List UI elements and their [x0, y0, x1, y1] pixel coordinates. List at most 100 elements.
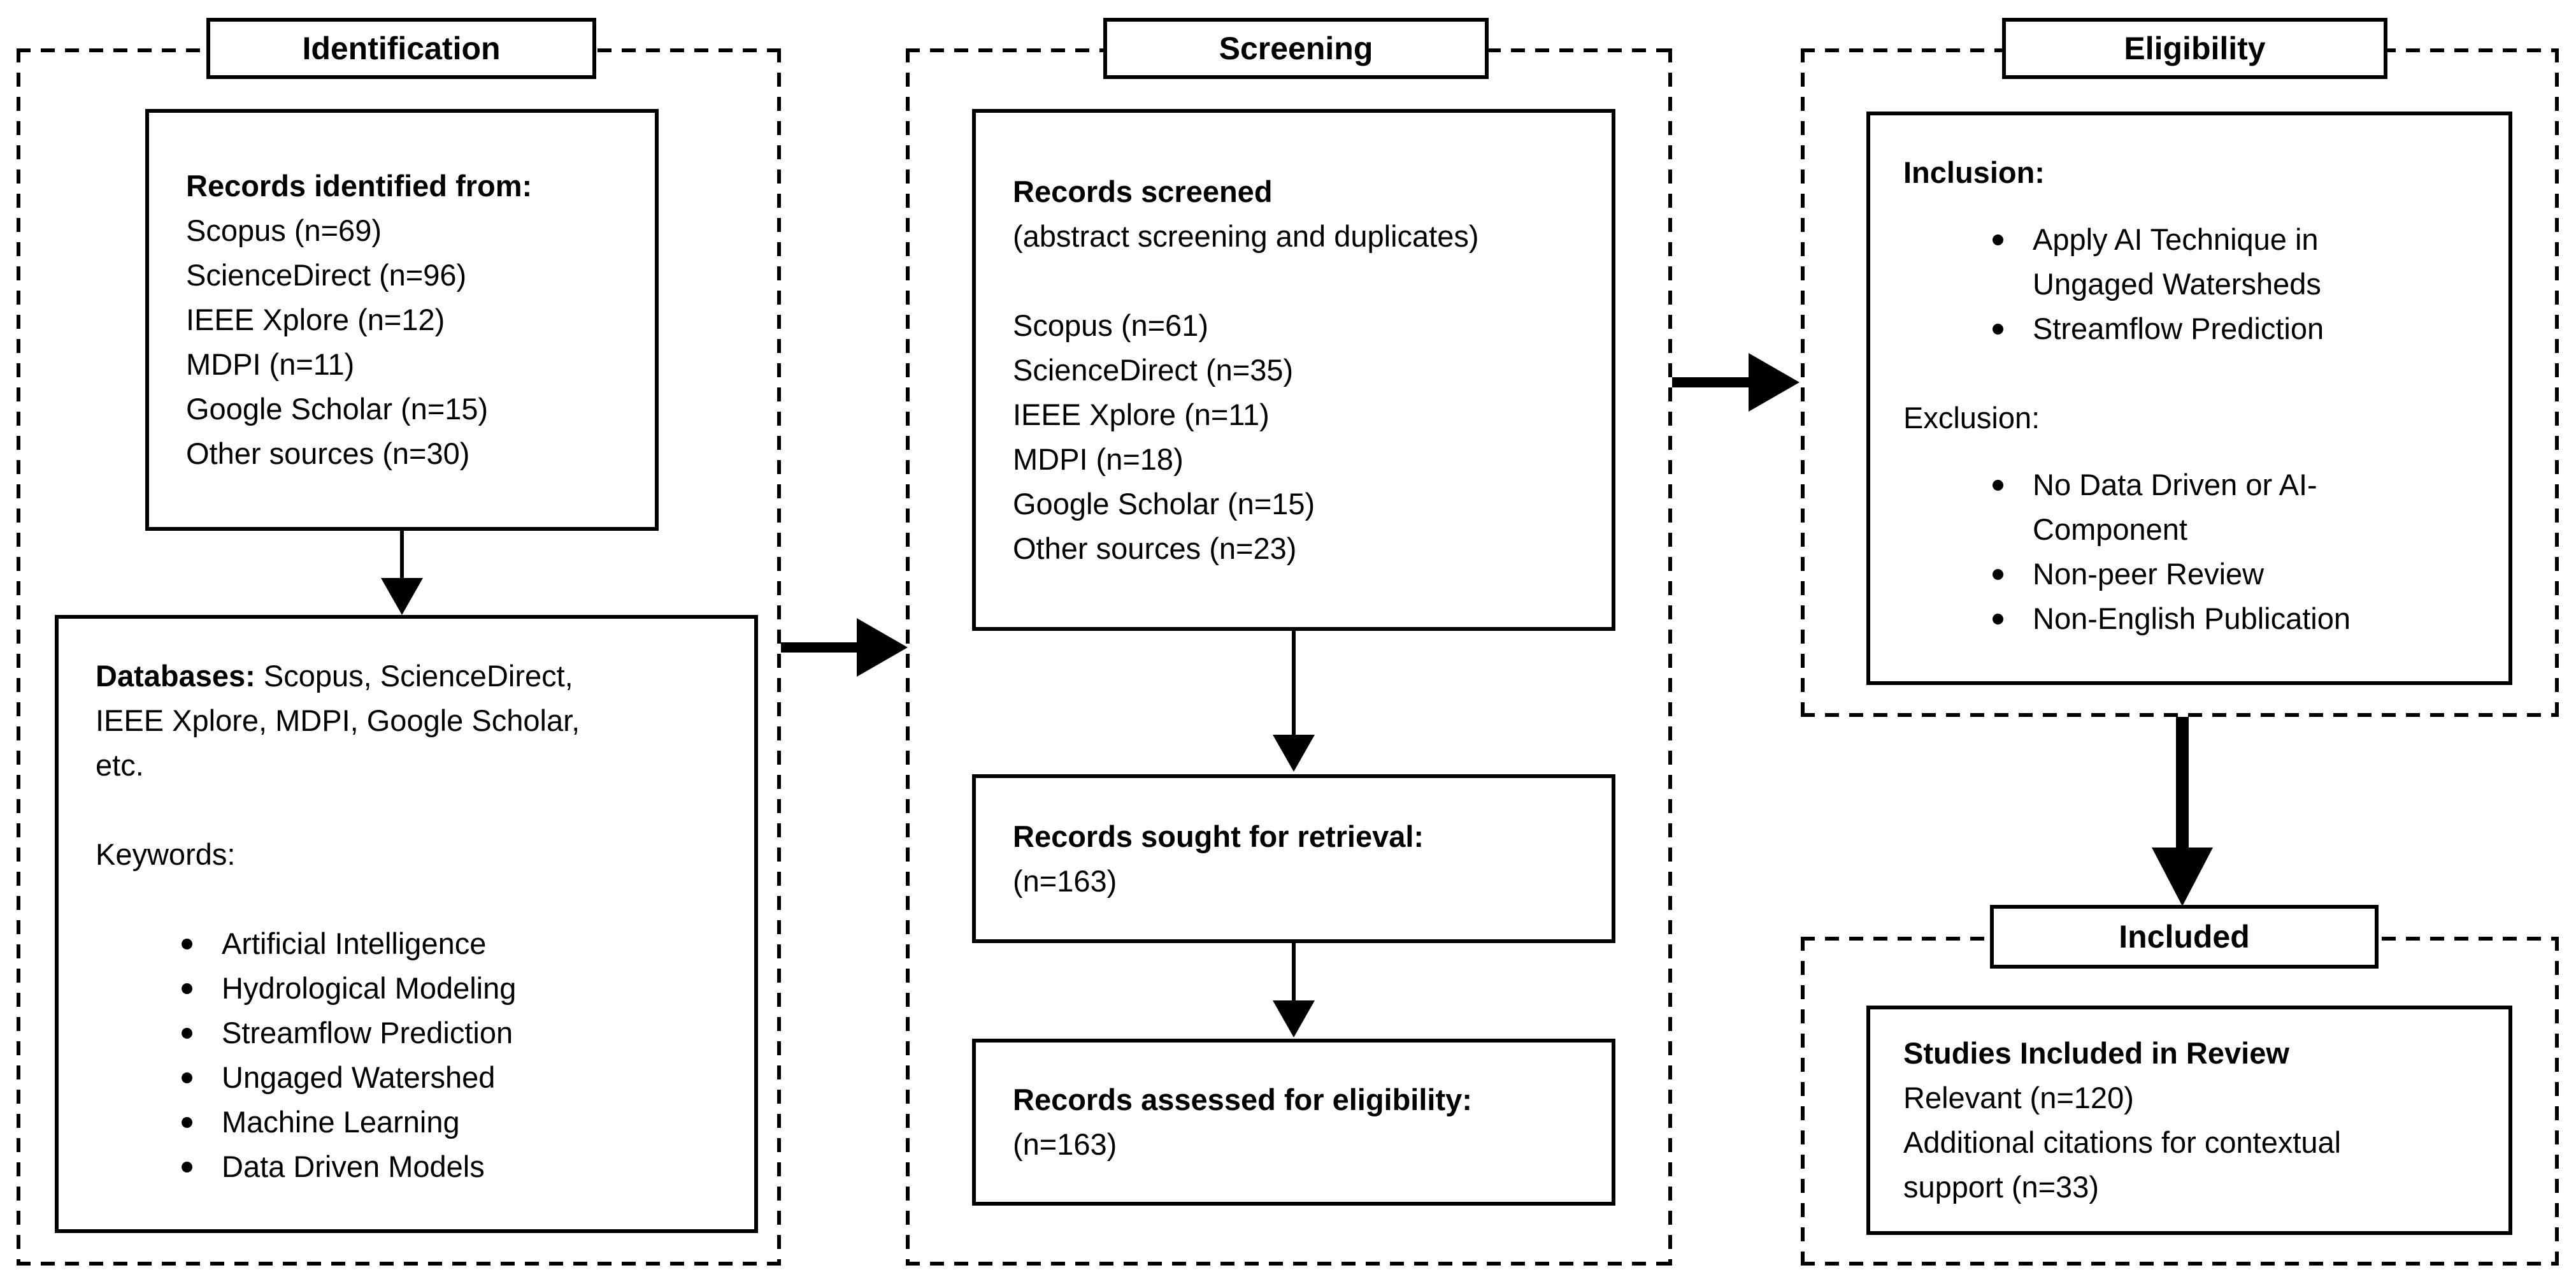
exclusion-item: No Data Driven or AI- Component	[1993, 463, 2489, 552]
databases-keywords-box: Databases: Scopus, ScienceDirect, IEEE X…	[55, 615, 758, 1233]
exclusion-item-label: Non-peer Review	[2033, 557, 2265, 591]
records-assessed-heading: Records assessed for eligibility:	[1013, 1083, 1472, 1116]
records-screened-item: MDPI (n=18)	[1013, 442, 1184, 476]
arrow-line	[1292, 943, 1296, 1002]
databases-line: Databases: Scopus, ScienceDirect,	[96, 654, 729, 698]
bullet-dot	[182, 1117, 192, 1128]
dashed-border-bottom	[1801, 1262, 2559, 1266]
dashed-border-right	[1668, 48, 1672, 1266]
bullet-dot	[182, 939, 192, 949]
dashed-border-right	[2555, 937, 2559, 1266]
keyword-label: Artificial Intelligence	[222, 927, 487, 960]
bullet-dot	[1993, 614, 2003, 624]
keyword-label: Machine Learning	[222, 1105, 460, 1139]
exclusion-list: No Data Driven or AI- Component Non-peer…	[1993, 463, 2489, 641]
arrow-line	[2176, 717, 2189, 849]
dashed-border-left	[17, 48, 20, 1266]
records-screened-subheading: (abstract screening and duplicates)	[1013, 219, 1479, 253]
records-identified-item: IEEE Xplore (n=12)	[186, 303, 445, 336]
arrow-line	[1292, 631, 1296, 736]
dashed-border-bottom	[17, 1262, 781, 1266]
inclusion-item-line: Apply AI Technique in	[2033, 222, 2319, 256]
bullet-dot	[182, 1162, 192, 1173]
exclusion-item: Non-peer Review	[1993, 552, 2489, 596]
inclusion-item: Apply AI Technique in Ungaged Watersheds	[1993, 217, 2489, 307]
records-sought-count: (n=163)	[1013, 863, 1117, 898]
records-screened-item: Other sources (n=23)	[1013, 531, 1297, 565]
identification-stage-title-label: Identification	[302, 31, 501, 66]
exclusion-item-line: No Data Driven or AI-	[2033, 468, 2317, 502]
records-screened-box: Records screened (abstract screening and…	[972, 109, 1615, 631]
exclusion-item-line: Component	[2033, 512, 2187, 546]
exclusion-item-label: Non-English Publication	[2033, 602, 2351, 635]
studies-included-box: Studies Included in Review Relevant (n=1…	[1866, 1006, 2512, 1235]
dashed-border-right	[777, 48, 781, 1266]
records-screened-item: Scopus (n=61)	[1013, 308, 1208, 342]
inclusion-label: Inclusion:	[1903, 155, 2045, 189]
keyword-item: Artificial Intelligence	[182, 921, 729, 966]
records-sought-heading: Records sought for retrieval:	[1013, 819, 1424, 853]
databases-line-rest: Scopus, ScienceDirect,	[255, 659, 573, 693]
studies-included-line: Additional citations for contextual	[1903, 1125, 2342, 1159]
inclusion-item-line: Ungaged Watersheds	[2033, 267, 2321, 301]
records-screened-item: ScienceDirect (n=35)	[1013, 352, 1294, 387]
arrow-down-icon	[381, 578, 423, 615]
records-identified-heading: Records identified from:	[186, 169, 533, 203]
databases-line: IEEE Xplore, MDPI, Google Scholar,	[96, 704, 580, 737]
dashed-border-right	[2555, 48, 2559, 717]
keyword-item: Ungaged Watershed	[182, 1055, 729, 1100]
records-identified-item: Other sources (n=30)	[186, 437, 470, 470]
records-identified-item: Google Scholar (n=15)	[186, 392, 489, 426]
eligibility-criteria-box: Inclusion: Apply AI Technique in Ungaged…	[1866, 112, 2512, 685]
records-screened-item: IEEE Xplore (n=11)	[1013, 397, 1270, 431]
included-stage-title: Included	[1990, 905, 2379, 969]
bullet-dot	[1993, 480, 2003, 491]
keyword-label: Hydrological Modeling	[222, 971, 517, 1005]
inclusion-list: Apply AI Technique in Ungaged Watersheds…	[1993, 217, 2489, 351]
inclusion-item-label: Apply AI Technique in Ungaged Watersheds	[2033, 217, 2321, 307]
records-sought-box: Records sought for retrieval: (n=163)	[972, 774, 1615, 943]
records-screened-heading: Records screened	[1013, 174, 1273, 208]
arrow-down-icon	[1273, 1000, 1315, 1037]
studies-included-line: support (n=33)	[1903, 1170, 2099, 1204]
eligibility-stage-title-label: Eligibility	[2124, 31, 2266, 66]
dashed-border-left	[1801, 48, 1805, 717]
studies-included-line: Relevant (n=120)	[1903, 1081, 2134, 1115]
records-identified-item: Scopus (n=69)	[186, 213, 382, 247]
studies-included-heading: Studies Included in Review	[1903, 1036, 2289, 1070]
arrow-down-icon	[2152, 848, 2213, 906]
bullet-dot	[182, 1028, 192, 1039]
bullet-dot	[182, 983, 192, 994]
keyword-item: Machine Learning	[182, 1100, 729, 1144]
inclusion-item: Streamflow Prediction	[1993, 307, 2489, 351]
records-identified-item: ScienceDirect (n=96)	[186, 258, 467, 292]
keyword-label: Ungaged Watershed	[222, 1060, 496, 1094]
exclusion-item-label: No Data Driven or AI- Component	[2033, 463, 2317, 552]
arrow-line	[400, 531, 404, 581]
keyword-item: Hydrological Modeling	[182, 966, 729, 1011]
screening-stage-title-label: Screening	[1219, 31, 1373, 66]
bullet-dot	[182, 1072, 192, 1083]
keyword-label: Streamflow Prediction	[222, 1016, 513, 1050]
exclusion-item: Non-English Publication	[1993, 596, 2489, 641]
databases-label: Databases:	[96, 659, 255, 693]
keyword-item: Data Driven Models	[182, 1144, 729, 1189]
records-assessed-count: (n=163)	[1013, 1127, 1117, 1161]
databases-line: etc.	[96, 748, 144, 782]
identification-stage-title: Identification	[206, 18, 596, 79]
keyword-item: Streamflow Prediction	[182, 1011, 729, 1055]
exclusion-label: Exclusion:	[1903, 401, 2040, 435]
arrow-line	[1672, 377, 1750, 387]
bullet-dot	[1993, 569, 2003, 580]
records-identified-box: Records identified from: Scopus (n=69) S…	[145, 109, 659, 531]
dashed-border-bottom	[1801, 713, 2559, 717]
arrow-right-icon	[1749, 353, 1800, 412]
arrow-down-icon	[1273, 735, 1315, 772]
records-assessed-box: Records assessed for eligibility: (n=163…	[972, 1039, 1615, 1206]
keywords-label: Keywords:	[96, 837, 236, 871]
records-screened-item: Google Scholar (n=15)	[1013, 486, 1315, 521]
arrow-right-icon	[857, 618, 908, 677]
included-stage-title-label: Included	[2119, 919, 2250, 955]
keyword-label: Data Driven Models	[222, 1150, 485, 1183]
